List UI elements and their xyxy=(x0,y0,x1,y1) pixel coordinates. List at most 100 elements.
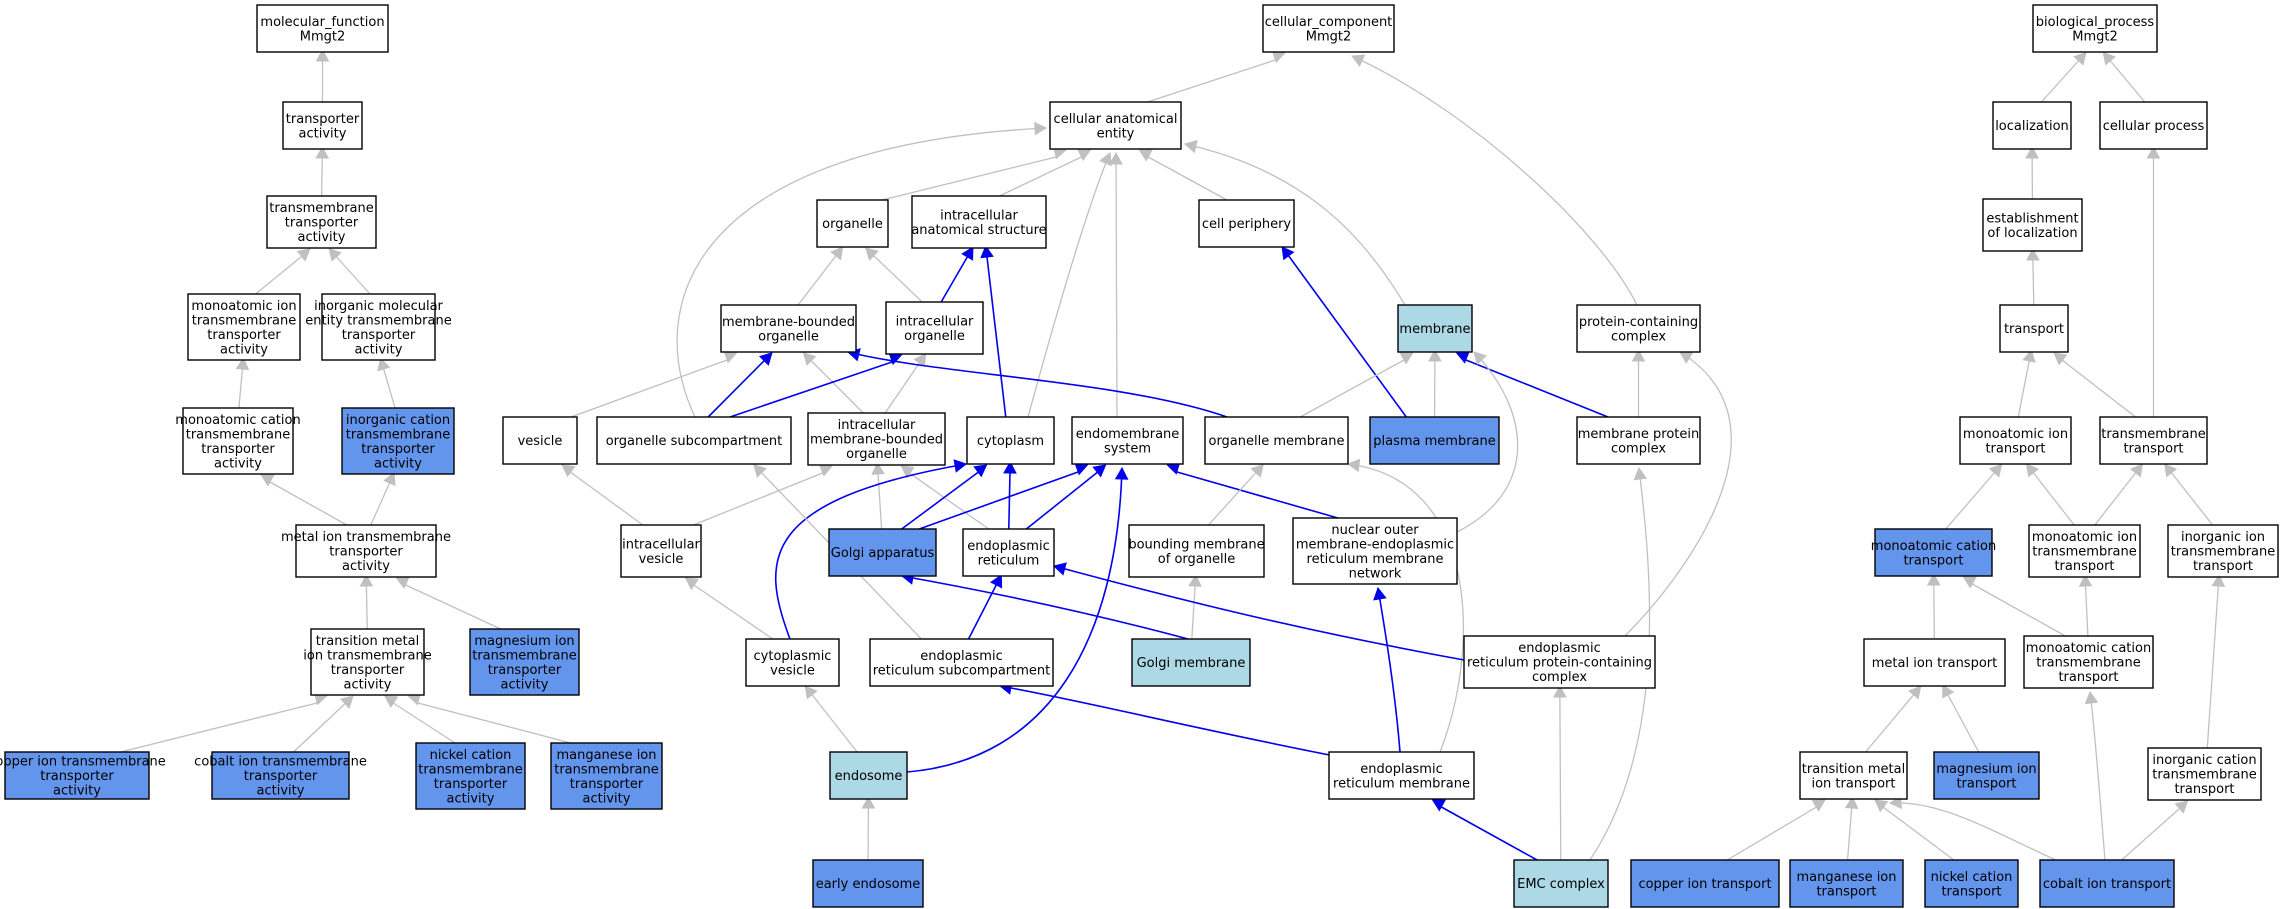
node-mgt-label-line: transport xyxy=(1956,776,2016,791)
edge-pm-to-cp xyxy=(1281,246,1407,418)
node-eol-box xyxy=(1982,198,2083,252)
node-mpc-label-line: membrane protein xyxy=(1578,427,1699,442)
edge-celp-to-bp xyxy=(2102,51,2146,103)
node-tmitta-label-line: transporter xyxy=(331,663,405,678)
edge-ias-to-cae xyxy=(999,148,1092,197)
node-mitta-label-line: transmembrane xyxy=(192,313,297,328)
node-mf-box xyxy=(256,4,389,53)
node-erpc-label-line: complex xyxy=(1532,670,1587,685)
node-mitta-label-line: activity xyxy=(220,342,268,357)
node-iit-label-line: transmembrane xyxy=(2171,545,2276,560)
node-iv-label-line: vesicle xyxy=(639,552,684,567)
edge-nom-to-ems xyxy=(1166,461,1339,519)
node-mitta-label-line: monoatomic ion xyxy=(191,299,296,314)
node-layer: molecular_functionMmgt2transporteractivi… xyxy=(0,4,2279,908)
edge-mnta-to-tmitta xyxy=(407,692,571,744)
node-bp-label-line: Mmgt2 xyxy=(2072,29,2118,44)
node-cc-label-line: Mmgt2 xyxy=(1306,29,1352,44)
edge-cv-to-iv xyxy=(684,577,774,640)
node-cv-label-line: vesicle xyxy=(770,663,815,678)
edge-tmitta-to-mitra xyxy=(359,573,374,630)
node-erm-box xyxy=(1328,751,1475,800)
node-mem: membrane xyxy=(1397,304,1473,353)
node-celp: cellular process xyxy=(2099,101,2208,150)
node-ict-label-line: transport xyxy=(2174,782,2234,797)
node-cot: cobalt ion transport xyxy=(2039,859,2175,908)
node-cae-box xyxy=(1049,101,1182,150)
node-mitra-box xyxy=(295,524,437,578)
edge-ict-to-iit xyxy=(2206,573,2226,749)
node-icta-label-line: inorganic cation xyxy=(346,413,450,428)
node-nita-label-line: transmembrane xyxy=(418,762,523,777)
node-iit-label-line: transport xyxy=(2193,559,2253,574)
node-nita-label-line: transporter xyxy=(434,777,508,792)
edge-mit-to-tr xyxy=(2017,349,2036,418)
node-mitta-box xyxy=(187,293,301,361)
node-cuta-label-line: activity xyxy=(53,784,101,799)
node-mnta-label-line: transmembrane xyxy=(554,762,659,777)
node-mnta-label-line: manganese ion xyxy=(556,748,656,763)
node-pcc-box xyxy=(1576,304,1701,353)
edge-loc-to-bp xyxy=(2040,51,2087,103)
node-nita-label-line: activity xyxy=(447,791,495,806)
node-tmitta-label-line: transition metal xyxy=(316,634,419,649)
node-ga: Golgi apparatus xyxy=(828,528,937,577)
edge-mitra-to-icta xyxy=(370,471,396,526)
node-cc-box xyxy=(1262,4,1395,53)
edge-ves-to-mbo xyxy=(570,350,738,418)
edge-ems-to-cae xyxy=(1109,151,1123,418)
node-cot-box xyxy=(2039,859,2175,908)
node-nom-label-line: membrane-endoplasmic xyxy=(1296,537,1454,552)
edge-mitta-to-tmta xyxy=(255,248,311,295)
node-pm-label-line: plasma membrane xyxy=(1373,434,1496,449)
edge-mitra-to-mctta xyxy=(260,474,348,526)
edge-cot-to-tmit xyxy=(1888,795,2061,863)
node-loc: localization xyxy=(1992,101,2072,150)
edge-imetta-to-tmta xyxy=(328,247,371,295)
node-org-box xyxy=(816,199,889,248)
edge-imbo-to-mbo xyxy=(802,352,864,414)
edge-iit-to-tmt xyxy=(2164,463,2214,526)
node-mem-box xyxy=(1397,304,1473,353)
node-emc: EMC complex xyxy=(1513,859,1609,908)
edge-pm-to-mem xyxy=(1428,348,1442,418)
node-mnta: manganese iontransmembranetransporteract… xyxy=(550,742,663,810)
node-nom-label-line: reticulum membrane xyxy=(1307,552,1444,567)
node-mit2: metal ion transport xyxy=(1863,638,2006,687)
node-nit-label-line: nickel cation xyxy=(1931,870,2013,885)
edge-nit-to-tmit xyxy=(1874,799,1955,861)
node-mit-box xyxy=(1959,416,2072,465)
node-ict-label-line: transmembrane xyxy=(2152,768,2257,783)
node-eol-label-line: establishment xyxy=(1986,211,2078,226)
node-ves-box xyxy=(502,416,578,465)
node-org: organelle xyxy=(816,199,889,248)
node-cp: cell periphery xyxy=(1198,199,1295,248)
node-cv-box xyxy=(745,638,840,687)
node-cuta-label-line: transporter xyxy=(40,769,114,784)
edge-er-to-ems xyxy=(1025,464,1107,530)
edge-tr-to-eol xyxy=(2026,247,2040,306)
node-cae-label-line: entity xyxy=(1097,126,1135,141)
node-loc-box xyxy=(1992,101,2072,150)
node-ias-box xyxy=(911,195,1047,249)
node-tr: transport xyxy=(1999,304,2069,353)
node-mgta-label-line: transporter xyxy=(488,663,562,678)
node-mitt-label-line: transmembrane xyxy=(2032,545,2137,560)
edge-ta-to-mf xyxy=(315,48,330,102)
node-mctta-label-line: monoatomic cation xyxy=(175,413,300,428)
node-mitra-label-line: metal ion transmembrane xyxy=(281,530,451,545)
node-tmitta-box xyxy=(310,628,425,696)
node-nom-box xyxy=(1292,517,1458,585)
node-osc: organelle subcompartment xyxy=(596,416,792,465)
